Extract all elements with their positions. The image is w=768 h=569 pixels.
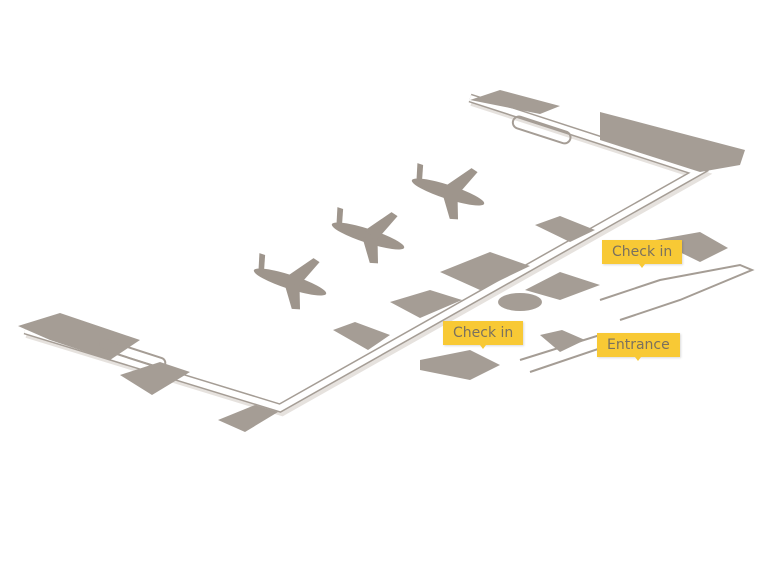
building-south	[540, 330, 585, 352]
checkin-west-label[interactable]: Check in	[443, 321, 524, 349]
building-north	[470, 90, 560, 114]
building-gate-4	[535, 216, 595, 242]
building-west-wing	[18, 313, 140, 360]
building-checkin-east	[525, 272, 600, 300]
airplane-icon	[331, 207, 405, 264]
airplane-icon	[253, 253, 327, 310]
building-east	[655, 232, 728, 262]
entrance-label[interactable]: Entrance	[597, 333, 680, 361]
checkin-east-label[interactable]: Check in	[602, 240, 683, 268]
building-gate-3	[440, 252, 530, 290]
building-checkin-west	[420, 350, 500, 380]
building-southwest	[218, 405, 278, 432]
building-round	[498, 293, 542, 311]
airplanes	[253, 163, 485, 310]
building-west-2	[120, 362, 190, 395]
building-northeast	[600, 112, 745, 172]
building-gate-1	[333, 322, 390, 350]
building-gate-2	[390, 290, 462, 318]
buildings	[18, 90, 745, 432]
airplane-icon	[411, 163, 485, 220]
